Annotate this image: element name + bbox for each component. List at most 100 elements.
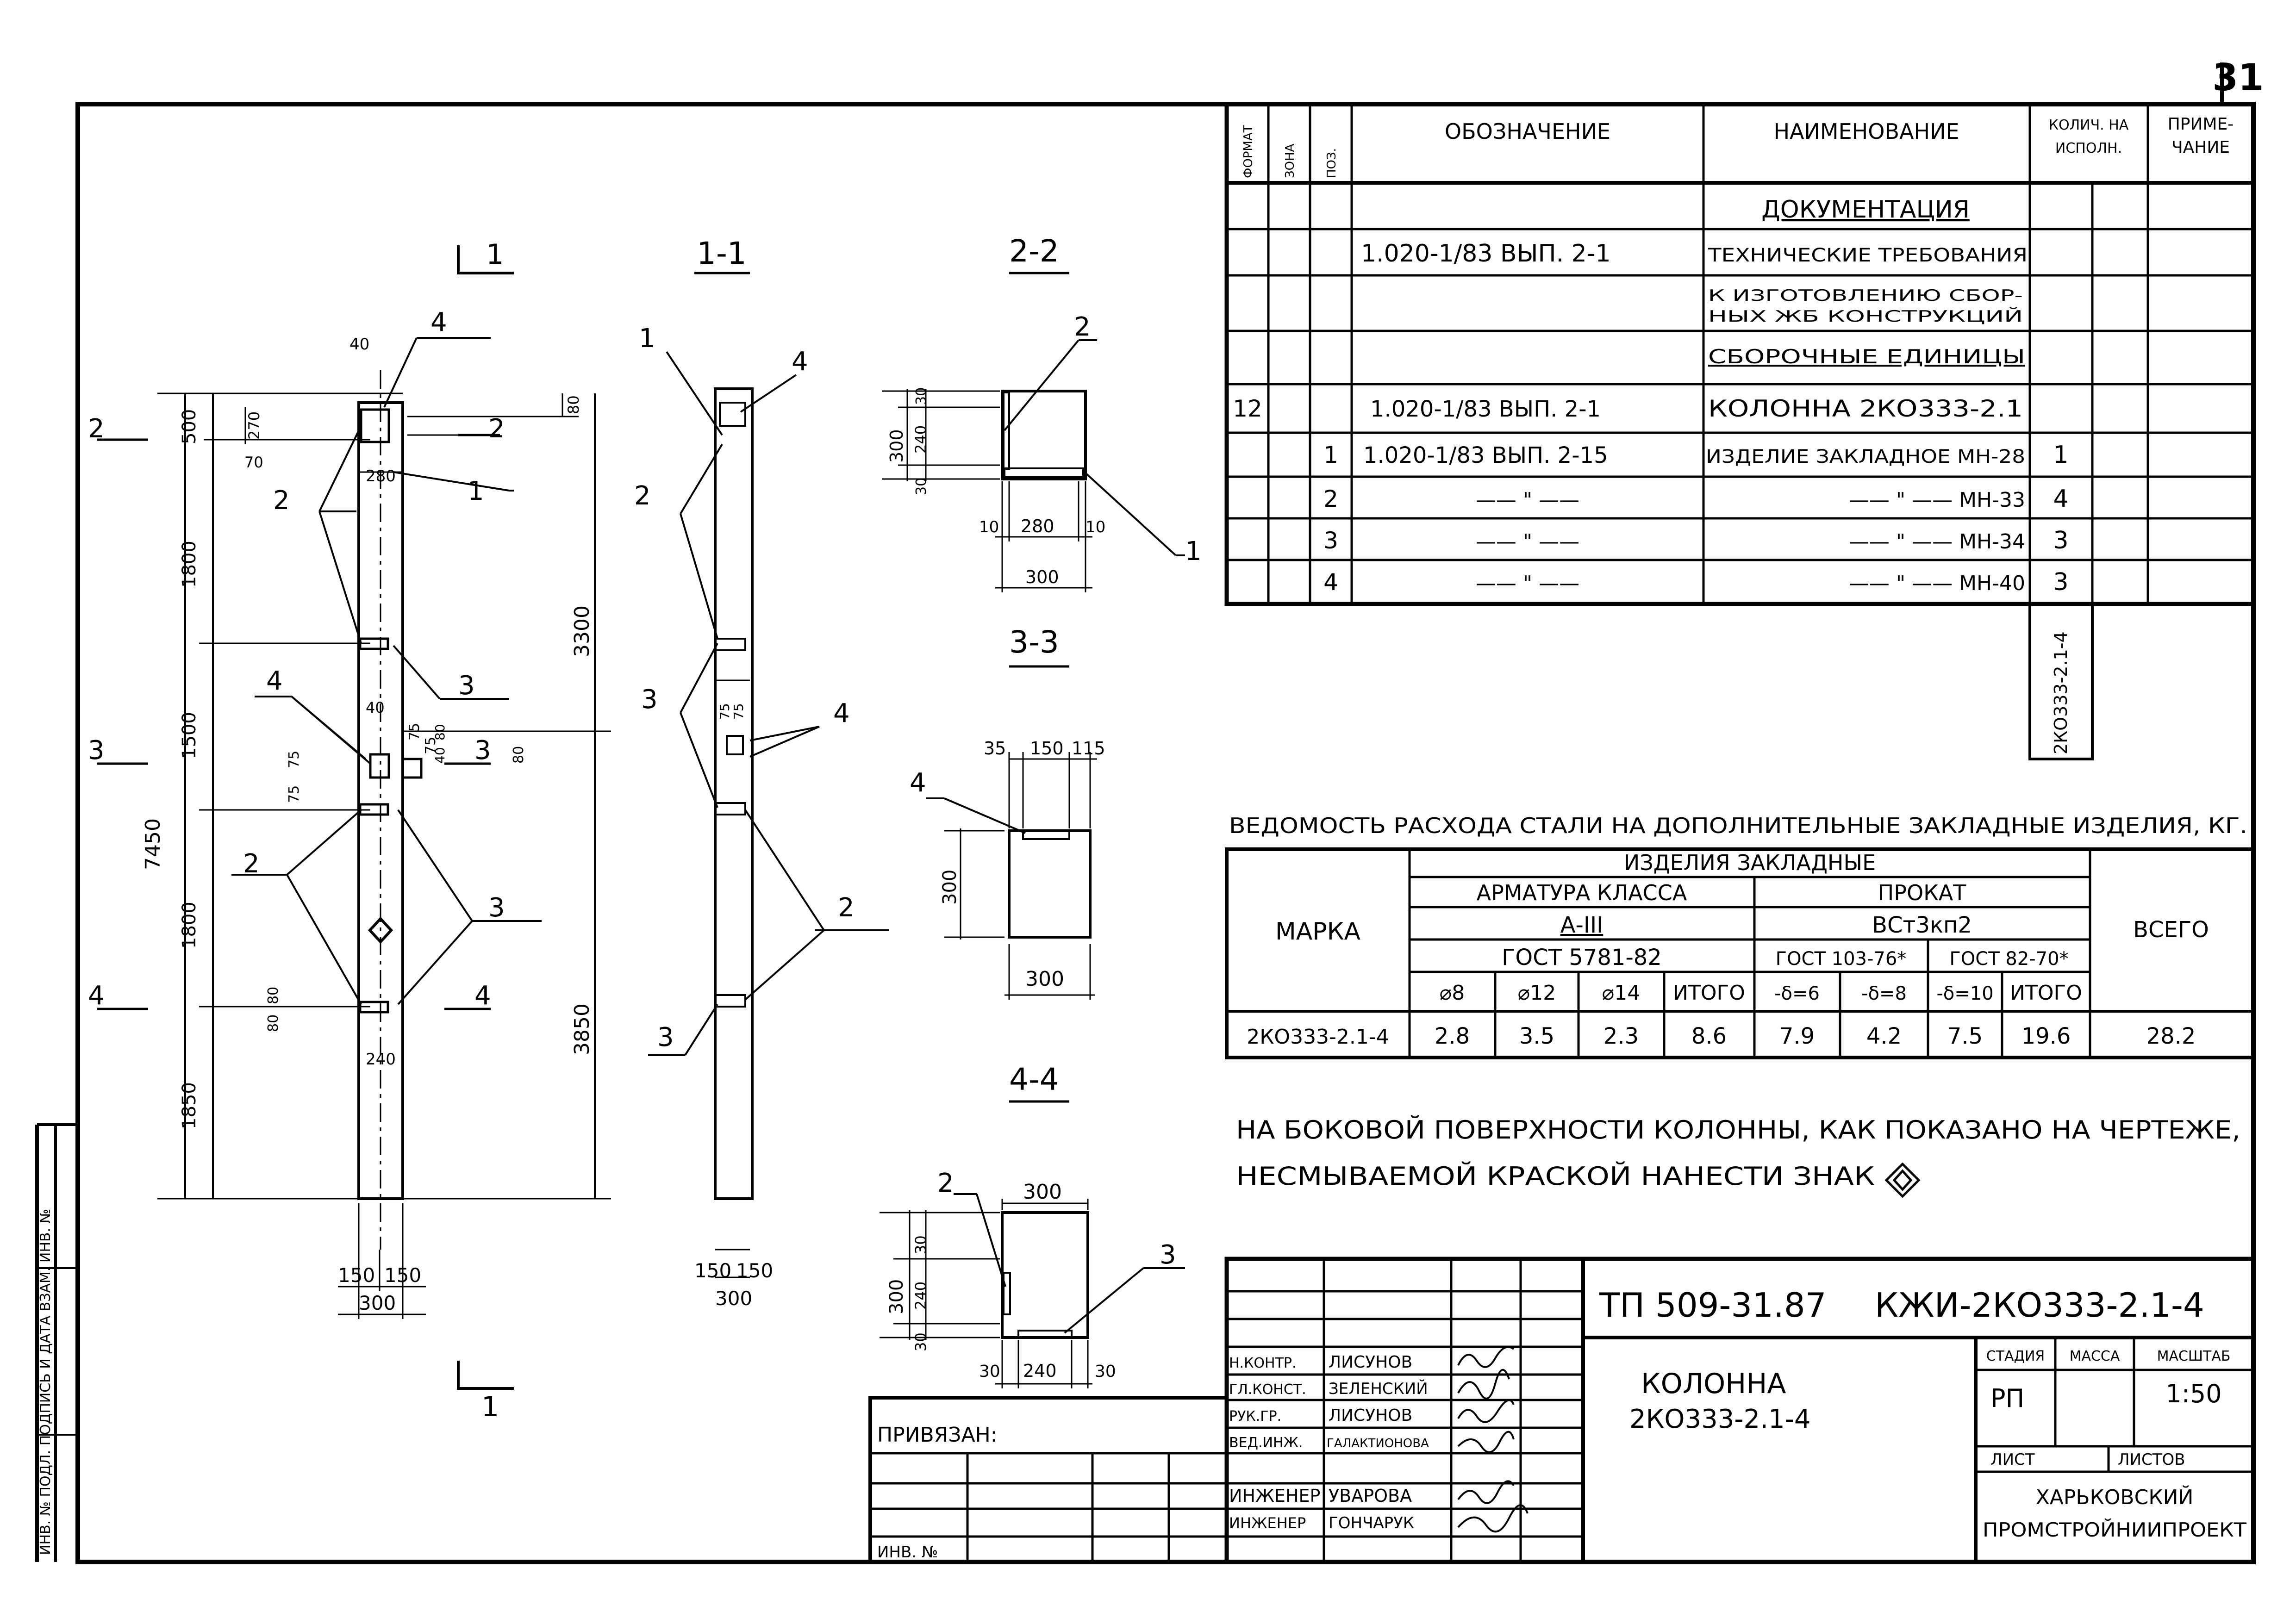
s4-dim-240-h: 240 (1023, 1361, 1057, 1381)
s1-dim-150-a: 150 (694, 1259, 731, 1282)
person-1: ЛИСУНОВ (1329, 1353, 1412, 1372)
cut-mark-2-left: 2 (88, 414, 105, 444)
steel-embedded-header: ИЗДЕЛИЯ ЗАКЛАДНЫЕ (1624, 850, 1876, 875)
steel-gost-82: ГОСТ 82-70* (1949, 948, 2068, 970)
cut-mark-3-left: 3 (88, 735, 105, 765)
dim-240: 240 (366, 1050, 396, 1069)
s2-dim-10-a: 10 (979, 518, 999, 536)
s1-dim-75-a: 75 (717, 703, 732, 720)
s1-dim-300: 300 (715, 1287, 752, 1310)
dim-75-b: 75 (286, 785, 302, 803)
s2-callout-2: 2 (1074, 312, 1091, 342)
dim-80-mid: 80 (511, 746, 527, 764)
steel-mark-header: МАРКА (1275, 918, 1361, 946)
spec-row-8-pos: 3 (1323, 527, 1338, 554)
person-2: ЗЕЛЕНСКИЙ (1329, 1379, 1428, 1398)
person-4: ГАЛАКТИОНОВА (1327, 1437, 1429, 1450)
spec-row-5-designation: 1.020-1/83 ВЫП. 2-1 (1370, 396, 1601, 422)
cut-mark-4-right: 4 (474, 981, 491, 1011)
note-line-2: НЕСМЫВАЕМОЙ КРАСКОЙ НАНЕСТИ ЗНАК (1236, 1162, 1875, 1191)
spec-row-6-designation: 1.020-1/83 ВЫП. 2-15 (1363, 442, 1608, 468)
steel-gost-103: ГОСТ 103-76* (1776, 948, 1907, 970)
steel-value-total: 28.2 (2146, 1023, 2196, 1049)
elev-callout-3-low: 3 (488, 893, 505, 923)
elevation-cut-label-top: 1 (486, 238, 504, 271)
s2-dim-280: 280 (1021, 516, 1054, 536)
elev-callout-2-top: 2 (273, 485, 290, 516)
spec-row-7-pos: 2 (1323, 485, 1338, 512)
spec-header-name: НАИМЕНОВАНИЕ (1773, 119, 1959, 144)
steel-value-d8: 2.8 (1435, 1023, 1470, 1049)
elev-callout-4-top: 4 (430, 307, 447, 337)
inv-no-label: ИНВ. № (877, 1543, 938, 1562)
s1-callout-4-mid: 4 (833, 698, 850, 728)
spec-row-8-name: —— " —— МН-34 (1849, 530, 2025, 554)
role-6: ИНЖЕНЕР (1229, 1514, 1306, 1532)
spec-row-2-name: ТЕХНИЧЕСКИЕ ТРЕБОВАНИЯ (1708, 245, 2028, 266)
s1-callout-4-top: 4 (792, 347, 808, 377)
sheets-header: ЛИСТОВ (2118, 1450, 2185, 1469)
spec-row-3-name: К ИЗГОТОВЛЕНИЮ СБОР- (1708, 286, 2023, 305)
vertical-mark: 2КО333-2.1-4 (2051, 631, 2071, 754)
s4-callout-2: 2 (937, 1168, 954, 1198)
spec-row-7-qty: 4 (2053, 485, 2068, 513)
spec-row-6-name: ИЗДЕЛИЕ ЗАКЛАДНОЕ МН-28 (1706, 446, 2025, 467)
s3-callout-4: 4 (910, 768, 926, 798)
dim-80-low-a: 80 (265, 987, 281, 1004)
scale-value: 1:50 (2165, 1379, 2221, 1408)
s1-callout-3: 3 (641, 684, 658, 715)
section-4-4-title: 4-4 (1009, 1062, 1059, 1097)
steel-rebar-grade: А-III (1560, 912, 1603, 938)
dim-300: 300 (359, 1292, 396, 1314)
spec-table (1224, 102, 2256, 606)
steel-row-mark: 2КО333-2.1-4 (1247, 1025, 1389, 1049)
section-3-3 (926, 665, 1097, 1000)
spec-row-9-designation: —— " —— (1476, 572, 1579, 595)
dim-270: 270 (245, 411, 263, 440)
dim-280: 280 (366, 467, 396, 485)
section-1-1 (648, 272, 889, 1278)
section-2-2-title: 2-2 (1009, 233, 1059, 269)
s2-dim-30-top: 30 (913, 387, 930, 405)
sheet-code: КЖИ-2КО333-2.1-4 (1875, 1286, 2204, 1325)
spec-row-4-name: СБОРОЧНЫЕ ЕДИНИЦЫ (1708, 345, 2025, 368)
s3-dim-300-v: 300 (939, 870, 961, 905)
spec-row-5-format: 12 (1233, 395, 1262, 422)
steel-rebar-class: АРМАТУРА КЛАССА (1477, 880, 1687, 905)
cut-mark-3-right: 3 (474, 735, 491, 765)
stage-value: РП (1990, 1384, 2024, 1413)
s4-dim-300-top: 300 (1023, 1180, 1062, 1204)
steel-value-d14: 2.3 (1603, 1023, 1639, 1049)
dim-7450: 7450 (141, 818, 165, 870)
dim-150-a: 150 (338, 1264, 375, 1287)
s1-callout-3-low: 3 (657, 1022, 674, 1052)
s2-dim-300-h: 300 (1025, 567, 1059, 587)
spec-row-8-qty: 3 (2053, 527, 2068, 554)
s4-dim-30-bottom: 30 (912, 1332, 930, 1351)
bound-label: ПРИВЯЗАН: (877, 1423, 998, 1447)
spec-row-5-name: КОЛОННА 2КО333-2.1 (1708, 395, 2023, 422)
spec-row-7-name: —— " —— МН-33 (1849, 488, 2025, 512)
dim-40-top: 40 (349, 335, 369, 354)
steel-rolled-grade: ВСт3кп2 (1872, 912, 1972, 938)
person-5: УВАРОВА (1329, 1486, 1412, 1506)
s3-dim-150: 150 (1030, 738, 1064, 759)
spec-row-8-designation: —— " —— (1476, 530, 1579, 554)
spec-row-9-pos: 4 (1323, 569, 1338, 596)
s4-dim-30-top: 30 (912, 1235, 930, 1254)
s3-dim-35: 35 (984, 738, 1006, 759)
dim-80-low-b: 80 (265, 1014, 281, 1032)
steel-table-title: ВЕДОМОСТЬ РАСХОДА СТАЛИ НА ДОПОЛНИТЕЛЬНЫ… (1229, 813, 2247, 838)
steel-sub-header-subtotal-1: ИТОГО (1673, 981, 1745, 1005)
elevation-cut-label-bottom: 1 (481, 1391, 499, 1423)
steel-sub-header-subtotal-2: ИТОГО (2010, 981, 2082, 1005)
role-4: ВЕД.ИНЖ. (1229, 1435, 1303, 1451)
dim-40-c: 40 (432, 747, 448, 764)
stage-header: СТАДИЯ (1986, 1348, 2045, 1364)
s1-dim-75-b: 75 (731, 703, 746, 720)
project-code: ТП 509-31.87 (1599, 1286, 1827, 1325)
steel-value-t8: 4.2 (1866, 1023, 1902, 1049)
org-name-1: ХАРЬКОВСКИЙ (2036, 1485, 2194, 1509)
